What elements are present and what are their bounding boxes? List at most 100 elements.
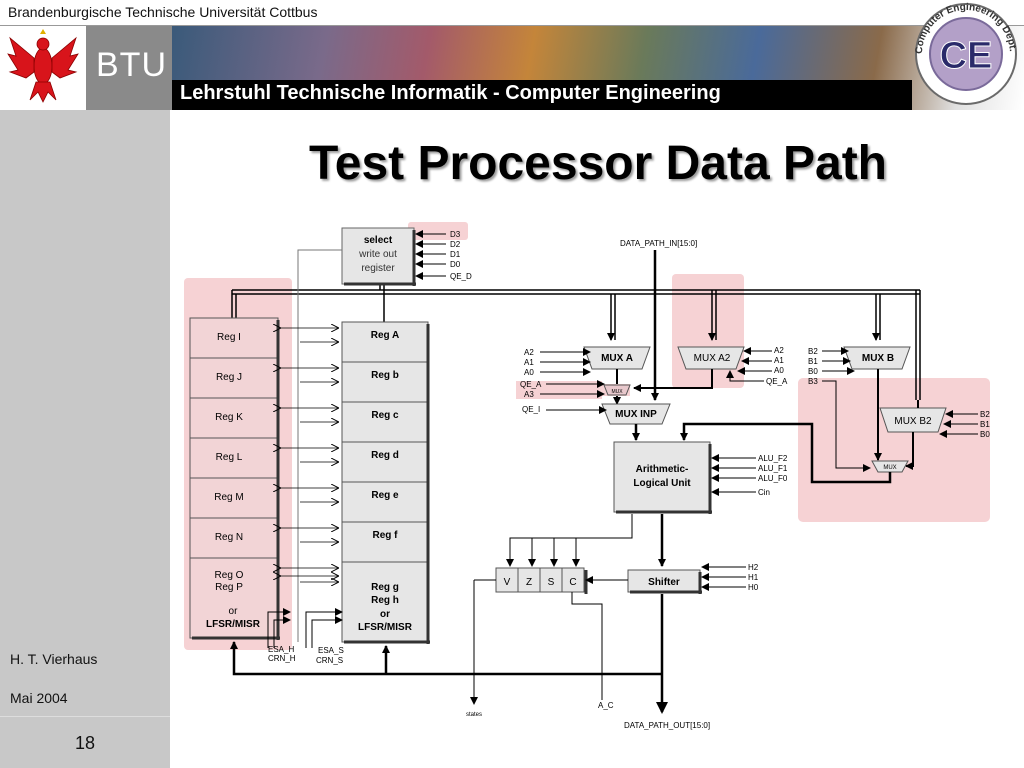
data-in-label: DATA_PATH_IN[15:0] xyxy=(620,239,697,248)
right-register-label: Reg e xyxy=(371,490,399,501)
mux-b-in-b3: B3 xyxy=(808,377,818,386)
mux-b2-label: MUX B2 xyxy=(894,416,932,427)
left-register-label: Reg I xyxy=(217,332,241,343)
right-register xyxy=(341,361,429,403)
mux-small-b xyxy=(871,460,909,473)
mux-inp xyxy=(601,403,671,425)
alu-in-cin: Cin xyxy=(758,488,770,497)
flag-cell xyxy=(561,567,585,593)
shifter-in-h2: H2 xyxy=(748,563,759,572)
shifter-in-h0: H0 xyxy=(748,583,759,592)
left-register xyxy=(189,477,279,519)
mux-b-in-b2: B2 xyxy=(808,347,818,356)
flag-label: Z xyxy=(526,577,532,588)
header-divider xyxy=(0,25,1024,26)
mux-inp-label: MUX INP xyxy=(615,409,657,420)
or-label-left: or xyxy=(229,606,239,617)
mux-a-label: MUX A xyxy=(601,353,633,364)
alu-in-f0: ALU_F0 xyxy=(758,474,788,483)
lfsr-label-right: LFSR/MISR xyxy=(358,622,413,633)
a-c-label: A_C xyxy=(598,701,614,710)
reg-g-label: Reg g xyxy=(371,582,399,593)
mux-b2-in-b0: B0 xyxy=(980,430,990,439)
ce-logo-text: CE xyxy=(940,35,993,77)
alu-in-f1: ALU_F1 xyxy=(758,464,788,473)
mux-small-a-label: MUX xyxy=(611,389,623,395)
page-number: 18 xyxy=(74,733,96,753)
mux-b-in-b1: B1 xyxy=(808,357,818,366)
mux-a2-in-qe-a: QE_A xyxy=(766,377,788,386)
banner-title-bar xyxy=(172,80,912,110)
right-register xyxy=(341,401,429,443)
left-register-label: Reg J xyxy=(216,372,242,383)
right-register-label: Reg d xyxy=(371,450,399,461)
mux-b2-in-b1: B1 xyxy=(980,420,990,429)
left-sidebar xyxy=(0,110,170,768)
mux-b-in-b0: B0 xyxy=(808,367,818,376)
mux-small-b-label: MUX xyxy=(883,465,896,471)
select-label-2: write out xyxy=(358,249,397,260)
flag-label: C xyxy=(569,577,576,588)
data-out-label: DATA_PATH_OUT[15:0] xyxy=(624,721,710,730)
crn-h-label: CRN_H xyxy=(268,654,296,663)
shifter-in-h1: H1 xyxy=(748,573,759,582)
left-register-label: Reg K xyxy=(215,412,243,423)
flag-label: V xyxy=(504,577,511,588)
author: H. T. Vierhaus xyxy=(10,651,98,667)
sel-in-d3: D3 xyxy=(450,230,461,239)
mux-b-label: MUX B xyxy=(862,353,894,364)
mux-a2-in-a2: A2 xyxy=(774,346,784,355)
right-register xyxy=(341,321,429,363)
or-label-right: or xyxy=(380,609,390,620)
mux-a-in-a0: A0 xyxy=(524,368,534,377)
eagle-icon xyxy=(7,29,79,103)
mux-a-in-a3: A3 xyxy=(524,390,534,399)
esa-s-label: ESA_S xyxy=(318,646,344,655)
right-register xyxy=(341,441,429,483)
crn-s-label: CRN_S xyxy=(316,656,343,665)
select-label-3: register xyxy=(361,263,395,274)
alu-block xyxy=(613,441,711,513)
ce-department-logo: Computer Engineering Dept. BTU Cottbus C… xyxy=(908,0,1018,105)
alu-label-1: Arithmetic- xyxy=(636,464,689,475)
date: Mai 2004 xyxy=(10,690,68,706)
brandenburg-eagle-logo xyxy=(0,26,87,110)
right-register xyxy=(341,481,429,523)
select-label: select xyxy=(364,235,393,246)
sel-in-qe-d: QE_D xyxy=(450,272,472,281)
mux-a2-label: MUX A2 xyxy=(694,353,731,364)
reg-h-label: Reg h xyxy=(371,595,399,606)
mux-a2-highlight xyxy=(672,274,744,388)
right-register-label: Reg b xyxy=(371,370,399,381)
flag-label: S xyxy=(548,577,555,588)
mux-b2 xyxy=(879,407,947,433)
mux-a-in-a1: A1 xyxy=(524,358,534,367)
left-register xyxy=(189,357,279,399)
reg-p-label: Reg P xyxy=(215,582,243,593)
university-name: Brandenburgische Technische Universität … xyxy=(8,4,318,20)
left-register-label: Reg M xyxy=(214,492,243,503)
mux-b2-in-b2: B2 xyxy=(980,410,990,419)
right-register xyxy=(341,521,429,563)
mux-a-in-qe-a: QE_A xyxy=(520,380,542,389)
states-label: states xyxy=(466,712,482,718)
mux-small-a xyxy=(603,384,631,396)
left-register-label: Reg L xyxy=(216,452,243,463)
mux-b2-highlight xyxy=(798,378,990,522)
slide-title: Test Processor Data Path xyxy=(309,137,887,190)
alu-in-f2: ALU_F2 xyxy=(758,454,788,463)
d3-highlight xyxy=(408,222,468,240)
sel-in-d2: D2 xyxy=(450,240,461,249)
mux-a2-in-a1: A1 xyxy=(774,356,784,365)
left-register xyxy=(189,397,279,439)
mux-inp-in-qe-i: QE_I xyxy=(522,405,540,414)
btu-logo xyxy=(86,26,172,110)
sidebar-divider xyxy=(0,716,170,717)
shifter-label: Shifter xyxy=(648,577,680,588)
select-write-out-register xyxy=(341,227,415,285)
mux-a2 xyxy=(677,346,745,370)
right-register-label: Reg A xyxy=(371,330,400,341)
esa-h-label: ESA_H xyxy=(268,645,294,654)
sel-in-d1: D1 xyxy=(450,250,461,259)
mux-a-in-a2: A2 xyxy=(524,348,534,357)
